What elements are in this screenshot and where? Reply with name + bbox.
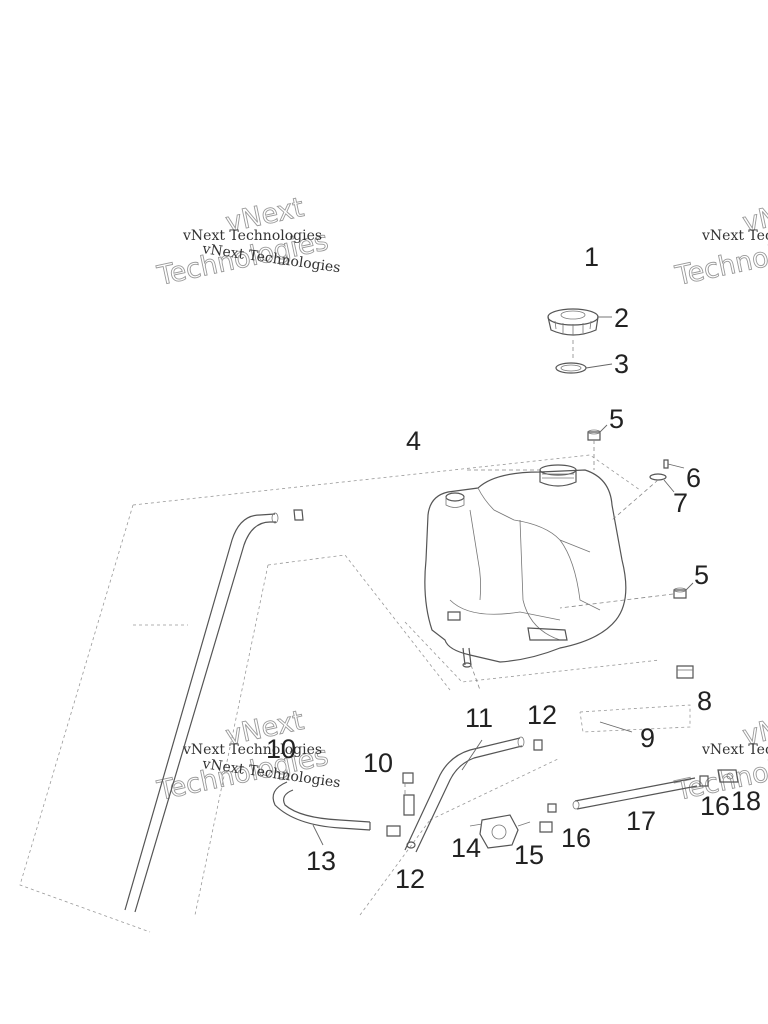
clip-16-right [699,775,709,787]
svg-text:vNext Technologies: vNext Technologies [182,228,322,244]
callout-7: 7 [673,488,688,518]
callout-11: 11 [465,703,493,733]
callout-10-left: 10 [266,734,296,764]
svg-text:vNext Technologies: vNext Technologies [182,742,322,758]
callout-13: 13 [306,846,336,876]
callout-16-right: 16 [700,791,730,821]
watermark-bottom-left: vNext Technologies vNext Technologies vN… [154,705,342,808]
screw-6 [663,459,669,469]
watermark-top-right: vNext Technologies vNext Technologies [672,192,768,293]
callout-numbers: 1 2 3 4 5 5 6 7 8 9 10 10 11 12 12 13 14… [266,242,761,894]
washer-7 [649,473,667,481]
breather-hose [124,509,304,913]
fuel-pump-14 [469,814,531,849]
callout-17: 17 [626,806,656,836]
callout-14: 14 [451,833,481,863]
rubber-pad [676,665,694,679]
watermark-top-left: vNext Technologies vNext Technologies vN… [154,192,342,293]
callout-16-left: 16 [561,823,591,853]
callout-5-lower: 5 [694,560,709,590]
bolt-upper [587,429,601,441]
fuel-hose-13 [272,781,401,837]
connector-elbow [403,794,415,816]
frame-outlines [19,454,691,933]
fuel-tank [424,464,627,668]
fuel-hose-11 [404,736,525,853]
leader-lines [312,316,694,846]
callout-9: 9 [640,723,655,753]
callout-1: 1 [584,242,599,272]
clip-12-lower [406,841,416,849]
fuel-hose-17 [572,777,698,810]
callout-8: 8 [697,686,712,716]
fitting-18 [717,769,739,783]
bolt-lower [673,587,687,599]
callout-6: 6 [686,463,701,493]
fitting-15 [539,821,553,833]
svg-text:vNext Technologies: vNext Technologies [701,742,768,758]
callout-5-upper: 5 [609,404,624,434]
clip-12-upper [533,739,543,751]
clamp-10-right [402,772,414,784]
callout-10-right: 10 [363,748,393,778]
callout-12-upper: 12 [527,700,557,730]
callout-18: 18 [731,786,761,816]
clip-16-left [547,803,557,813]
callout-12-lower: 12 [395,864,425,894]
callout-2: 2 [614,303,629,333]
callout-15: 15 [514,840,544,870]
callout-3: 3 [614,349,629,379]
callout-4: 4 [406,426,421,456]
fuel-cap [547,308,599,336]
cap-gasket [555,362,587,374]
svg-text:vNext Technologies: vNext Technologies [701,228,768,244]
